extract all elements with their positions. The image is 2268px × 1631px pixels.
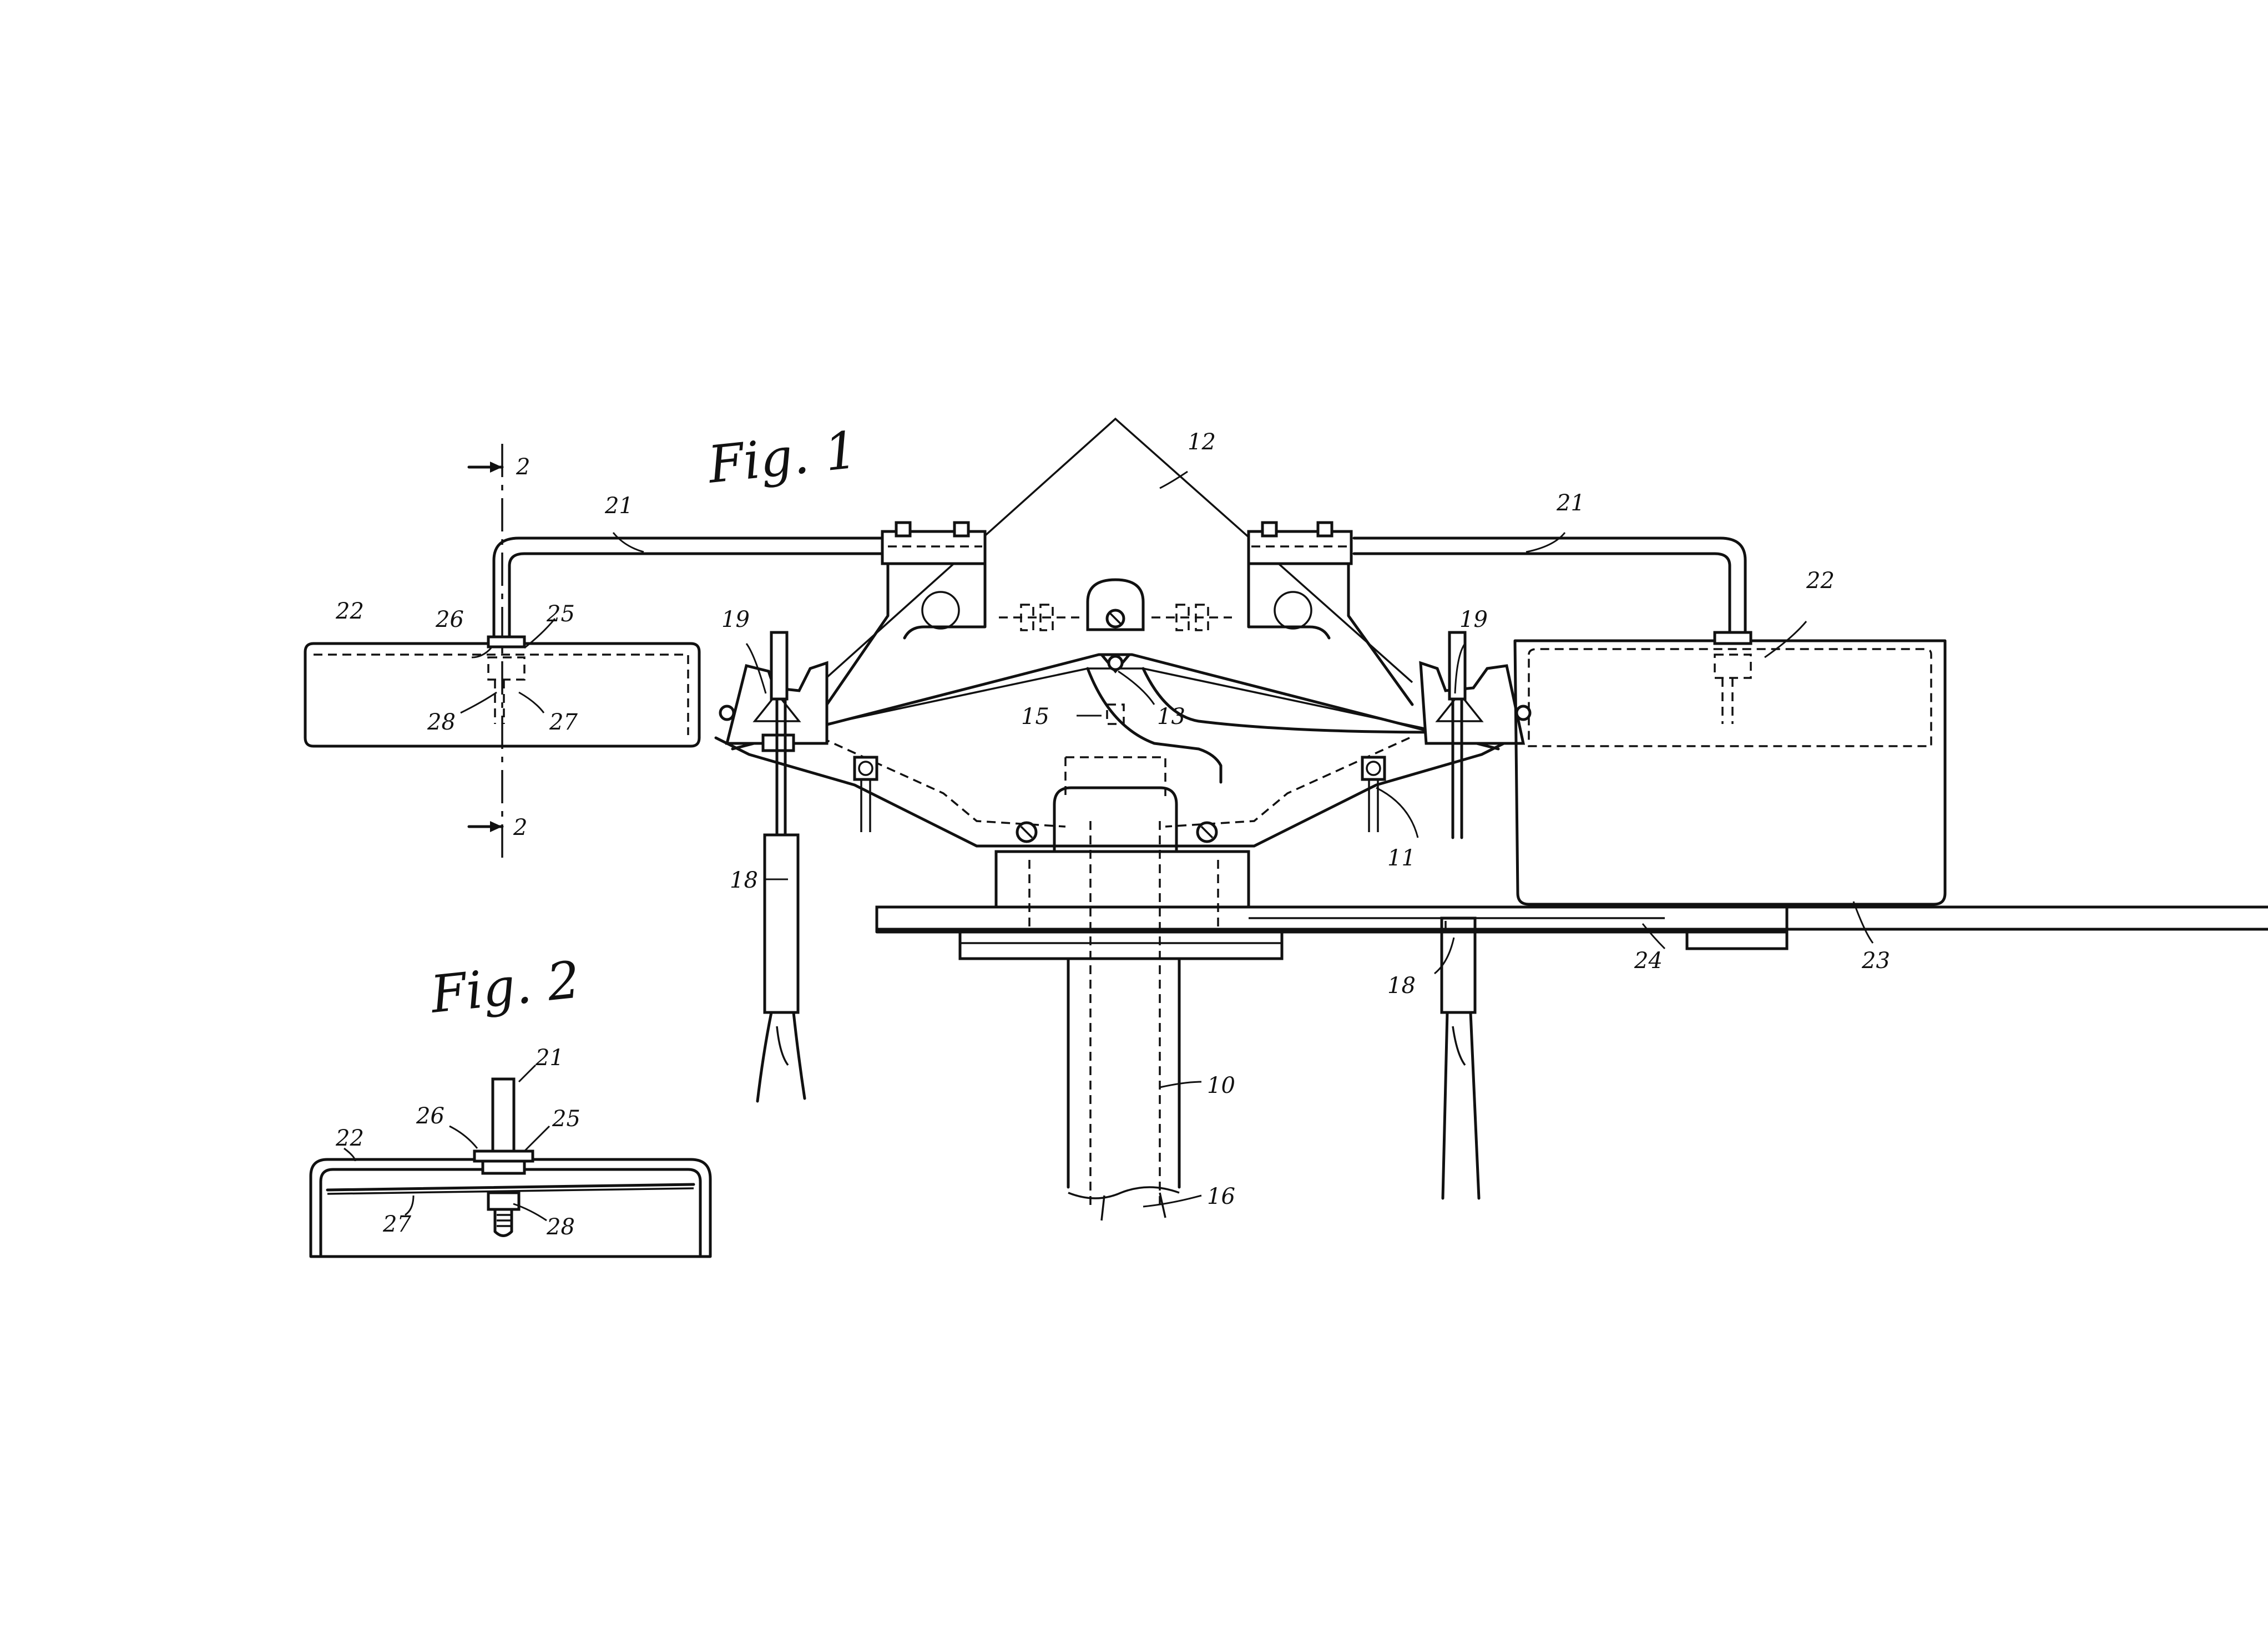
- pivot-bracket-left: [720, 632, 827, 751]
- label-18-right: 18: [1387, 973, 1416, 999]
- label-13: 13: [1157, 704, 1185, 730]
- f2-label-26: 26: [416, 1103, 444, 1129]
- label-21-right: 21: [1556, 490, 1585, 516]
- leaders-fig1: [461, 472, 1873, 1207]
- label-16: 16: [1207, 1184, 1235, 1209]
- hub-dashed: [1065, 757, 1165, 799]
- base-assembly: [877, 788, 2268, 959]
- label-22-right: 22: [1806, 568, 1835, 594]
- label-15: 15: [1021, 704, 1049, 730]
- spider-inner-left: [821, 738, 1065, 827]
- label-26: 26: [435, 607, 464, 632]
- figure-2-title: Fig. 2: [427, 950, 583, 1025]
- label-10: 10: [1207, 1073, 1235, 1098]
- cross-arm-right: [1354, 538, 1745, 638]
- arm-screws: [855, 757, 1385, 842]
- label-22-left: 22: [335, 599, 364, 624]
- fitting-section: [474, 1079, 533, 1236]
- label-18-left: 18: [730, 868, 758, 893]
- label-12: 12: [1188, 429, 1216, 455]
- arm-clamp-right: [1249, 523, 1351, 564]
- f2-label-25: 25: [552, 1106, 580, 1132]
- f2-label-27: 27: [382, 1212, 411, 1237]
- lobe-hole-left: [922, 592, 959, 629]
- pivot-bracket-right: [1421, 632, 1530, 743]
- label-19-right: 19: [1459, 607, 1488, 632]
- label-19-left: 19: [721, 607, 750, 632]
- f2-label-21: 21: [535, 1045, 564, 1071]
- figure-1-title: Fig. 1: [704, 420, 860, 495]
- f2-label-22: 22: [335, 1126, 364, 1151]
- label-28: 28: [427, 710, 456, 735]
- spider-arm-upper: [788, 668, 1443, 732]
- hanger-right: [1442, 699, 1479, 1198]
- hub-cap: [1088, 580, 1143, 671]
- section-mark-top: 2: [516, 454, 530, 480]
- tank-right: [1515, 632, 1945, 949]
- label-27: 27: [549, 710, 578, 735]
- spider-body: [716, 655, 1515, 846]
- label-23: 23: [1861, 948, 1890, 974]
- spider-hub-outline: [1088, 668, 1443, 782]
- figure-2: Fig. 2 21 22 26 25 27 28: [311, 950, 710, 1257]
- label-25: 25: [546, 601, 575, 627]
- label-21-left: 21: [604, 493, 633, 519]
- label-11: 11: [1387, 845, 1416, 871]
- figure-1: 2 2 Fig. 1: [305, 419, 2268, 1220]
- label-24: 24: [1634, 948, 1663, 974]
- arm-clamp-left: [882, 523, 985, 564]
- section-mark-bottom: 2: [513, 815, 527, 840]
- lobe-hole-right: [1275, 592, 1311, 629]
- f2-label-28: 28: [546, 1214, 575, 1240]
